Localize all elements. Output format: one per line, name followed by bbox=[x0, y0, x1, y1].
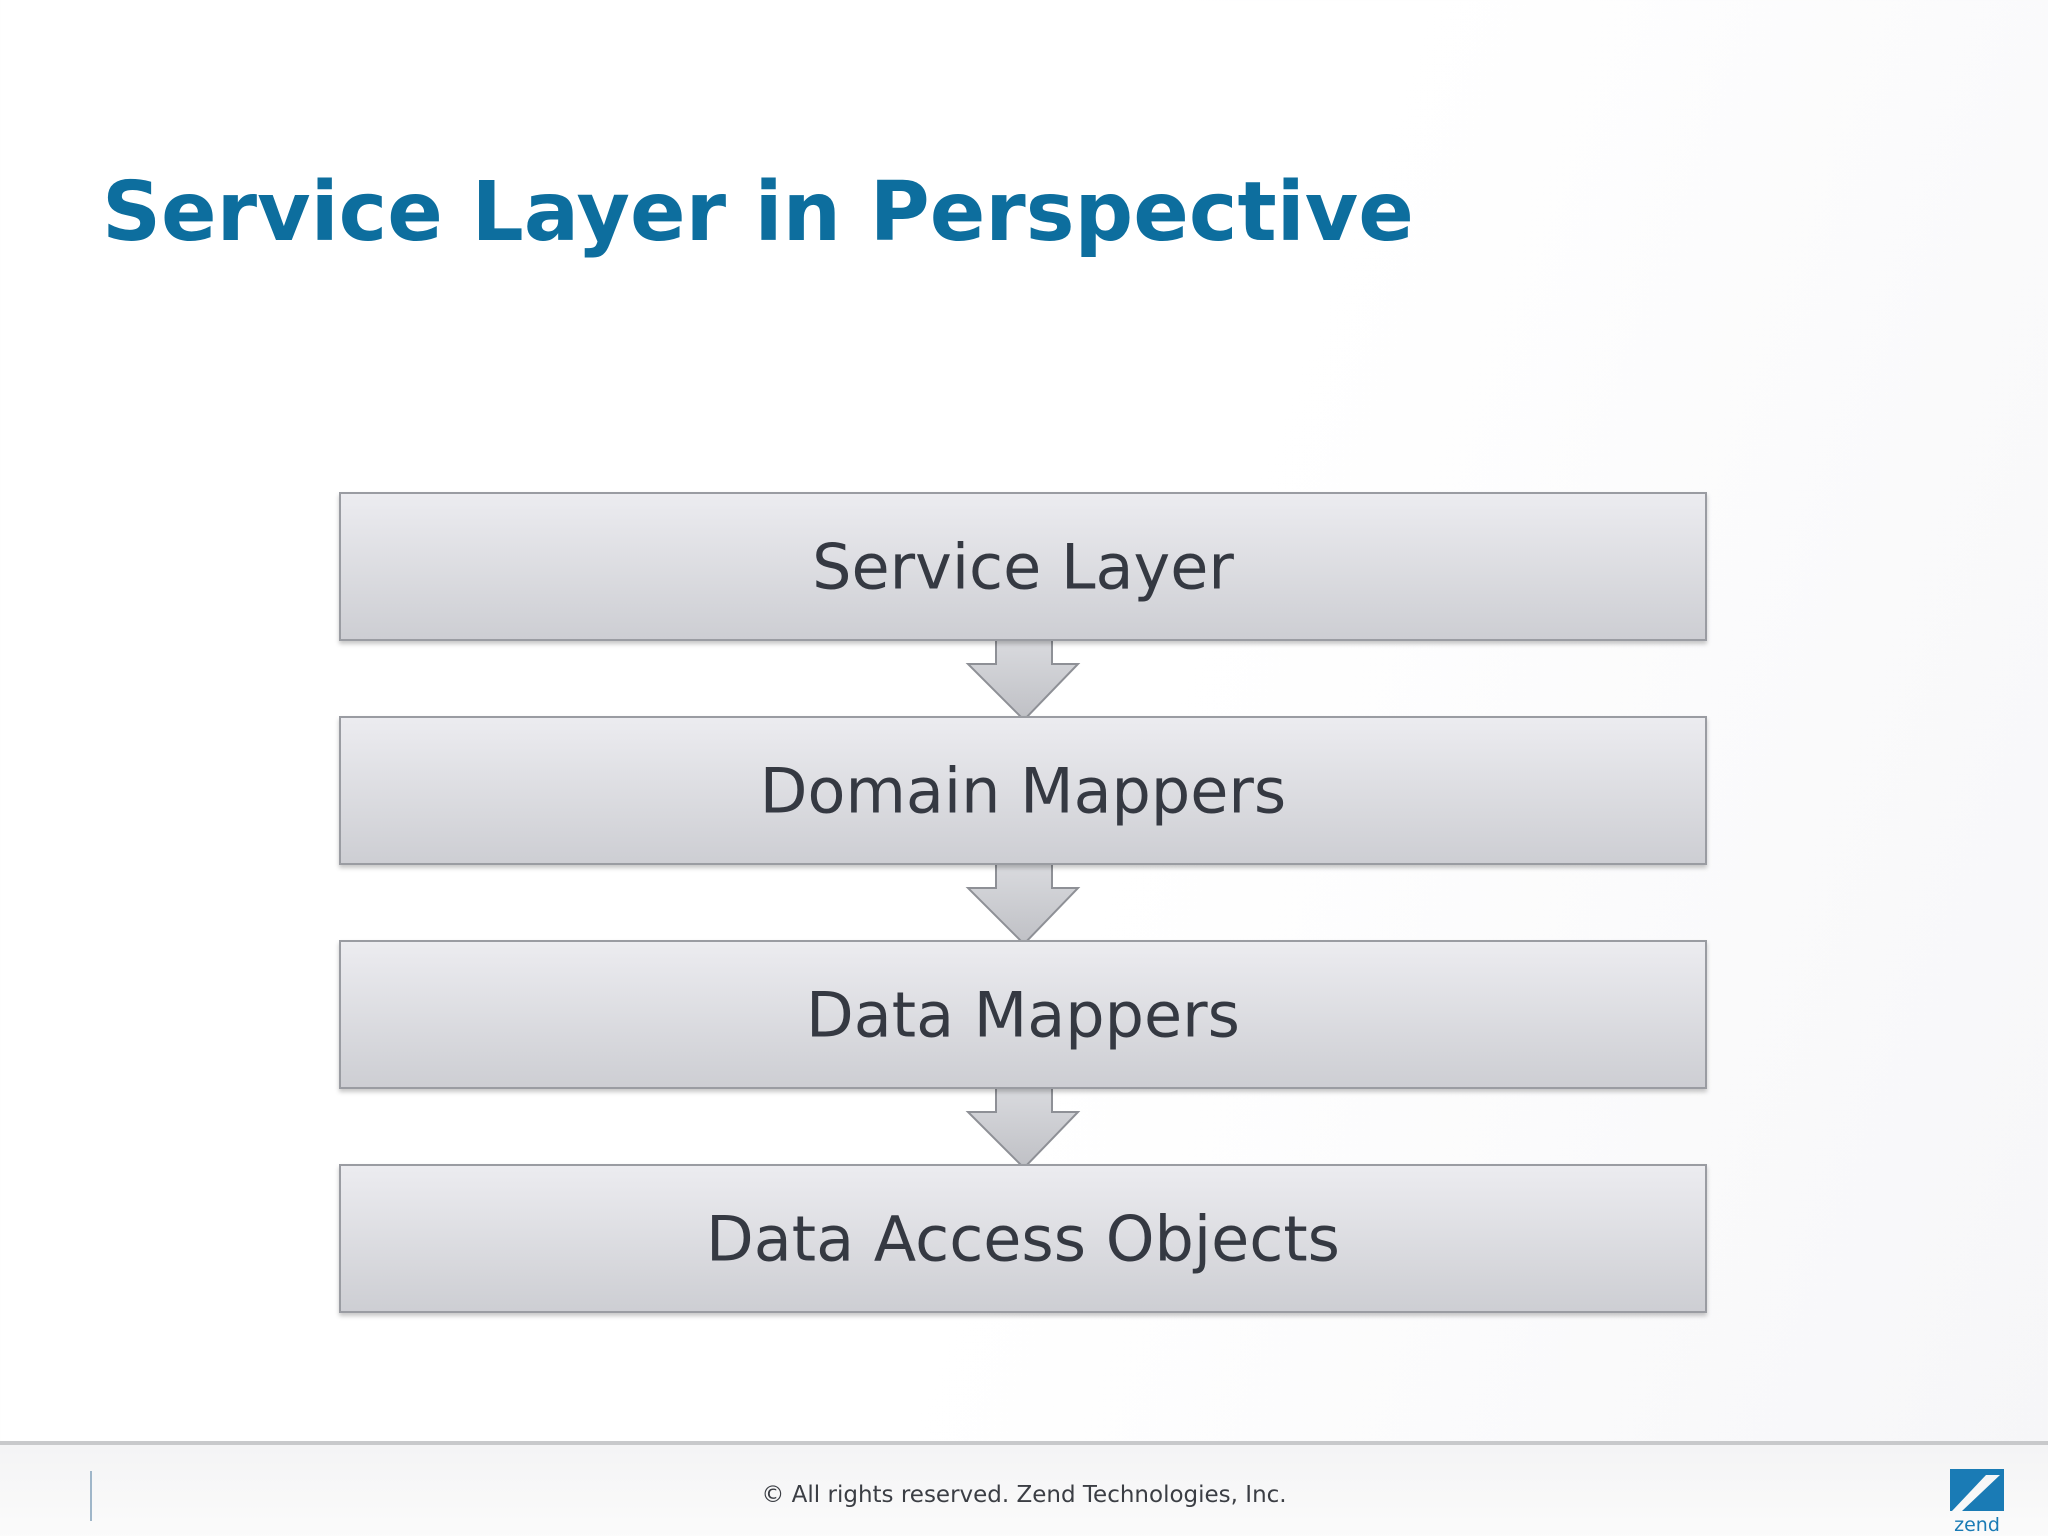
copyright-text: © All rights reserved. Zend Technologies… bbox=[761, 1482, 1287, 1508]
flow-arrow-2 bbox=[965, 861, 1081, 946]
layer-box-service-layer: Service Layer bbox=[339, 492, 1707, 641]
layer-box-label: Data Mappers bbox=[806, 979, 1240, 1052]
flow-arrow-3 bbox=[965, 1085, 1081, 1170]
layer-box-label: Domain Mappers bbox=[760, 755, 1286, 828]
footer-divider bbox=[90, 1471, 92, 1521]
layer-box-data-access-objects: Data Access Objects bbox=[339, 1164, 1707, 1313]
layer-box-label: Data Access Objects bbox=[706, 1203, 1340, 1276]
flow-arrow-1 bbox=[965, 637, 1081, 722]
layer-box-domain-mappers: Domain Mappers bbox=[339, 716, 1707, 865]
layer-box-label: Service Layer bbox=[812, 531, 1234, 604]
logo-wordmark: zend bbox=[1954, 1514, 2000, 1535]
layer-box-data-mappers: Data Mappers bbox=[339, 940, 1707, 1089]
slide-title: Service Layer in Perspective bbox=[102, 165, 1414, 260]
slide-footer: © All rights reserved. Zend Technologies… bbox=[0, 1441, 2048, 1536]
zend-z-logo-icon: zend bbox=[1950, 1469, 2004, 1535]
